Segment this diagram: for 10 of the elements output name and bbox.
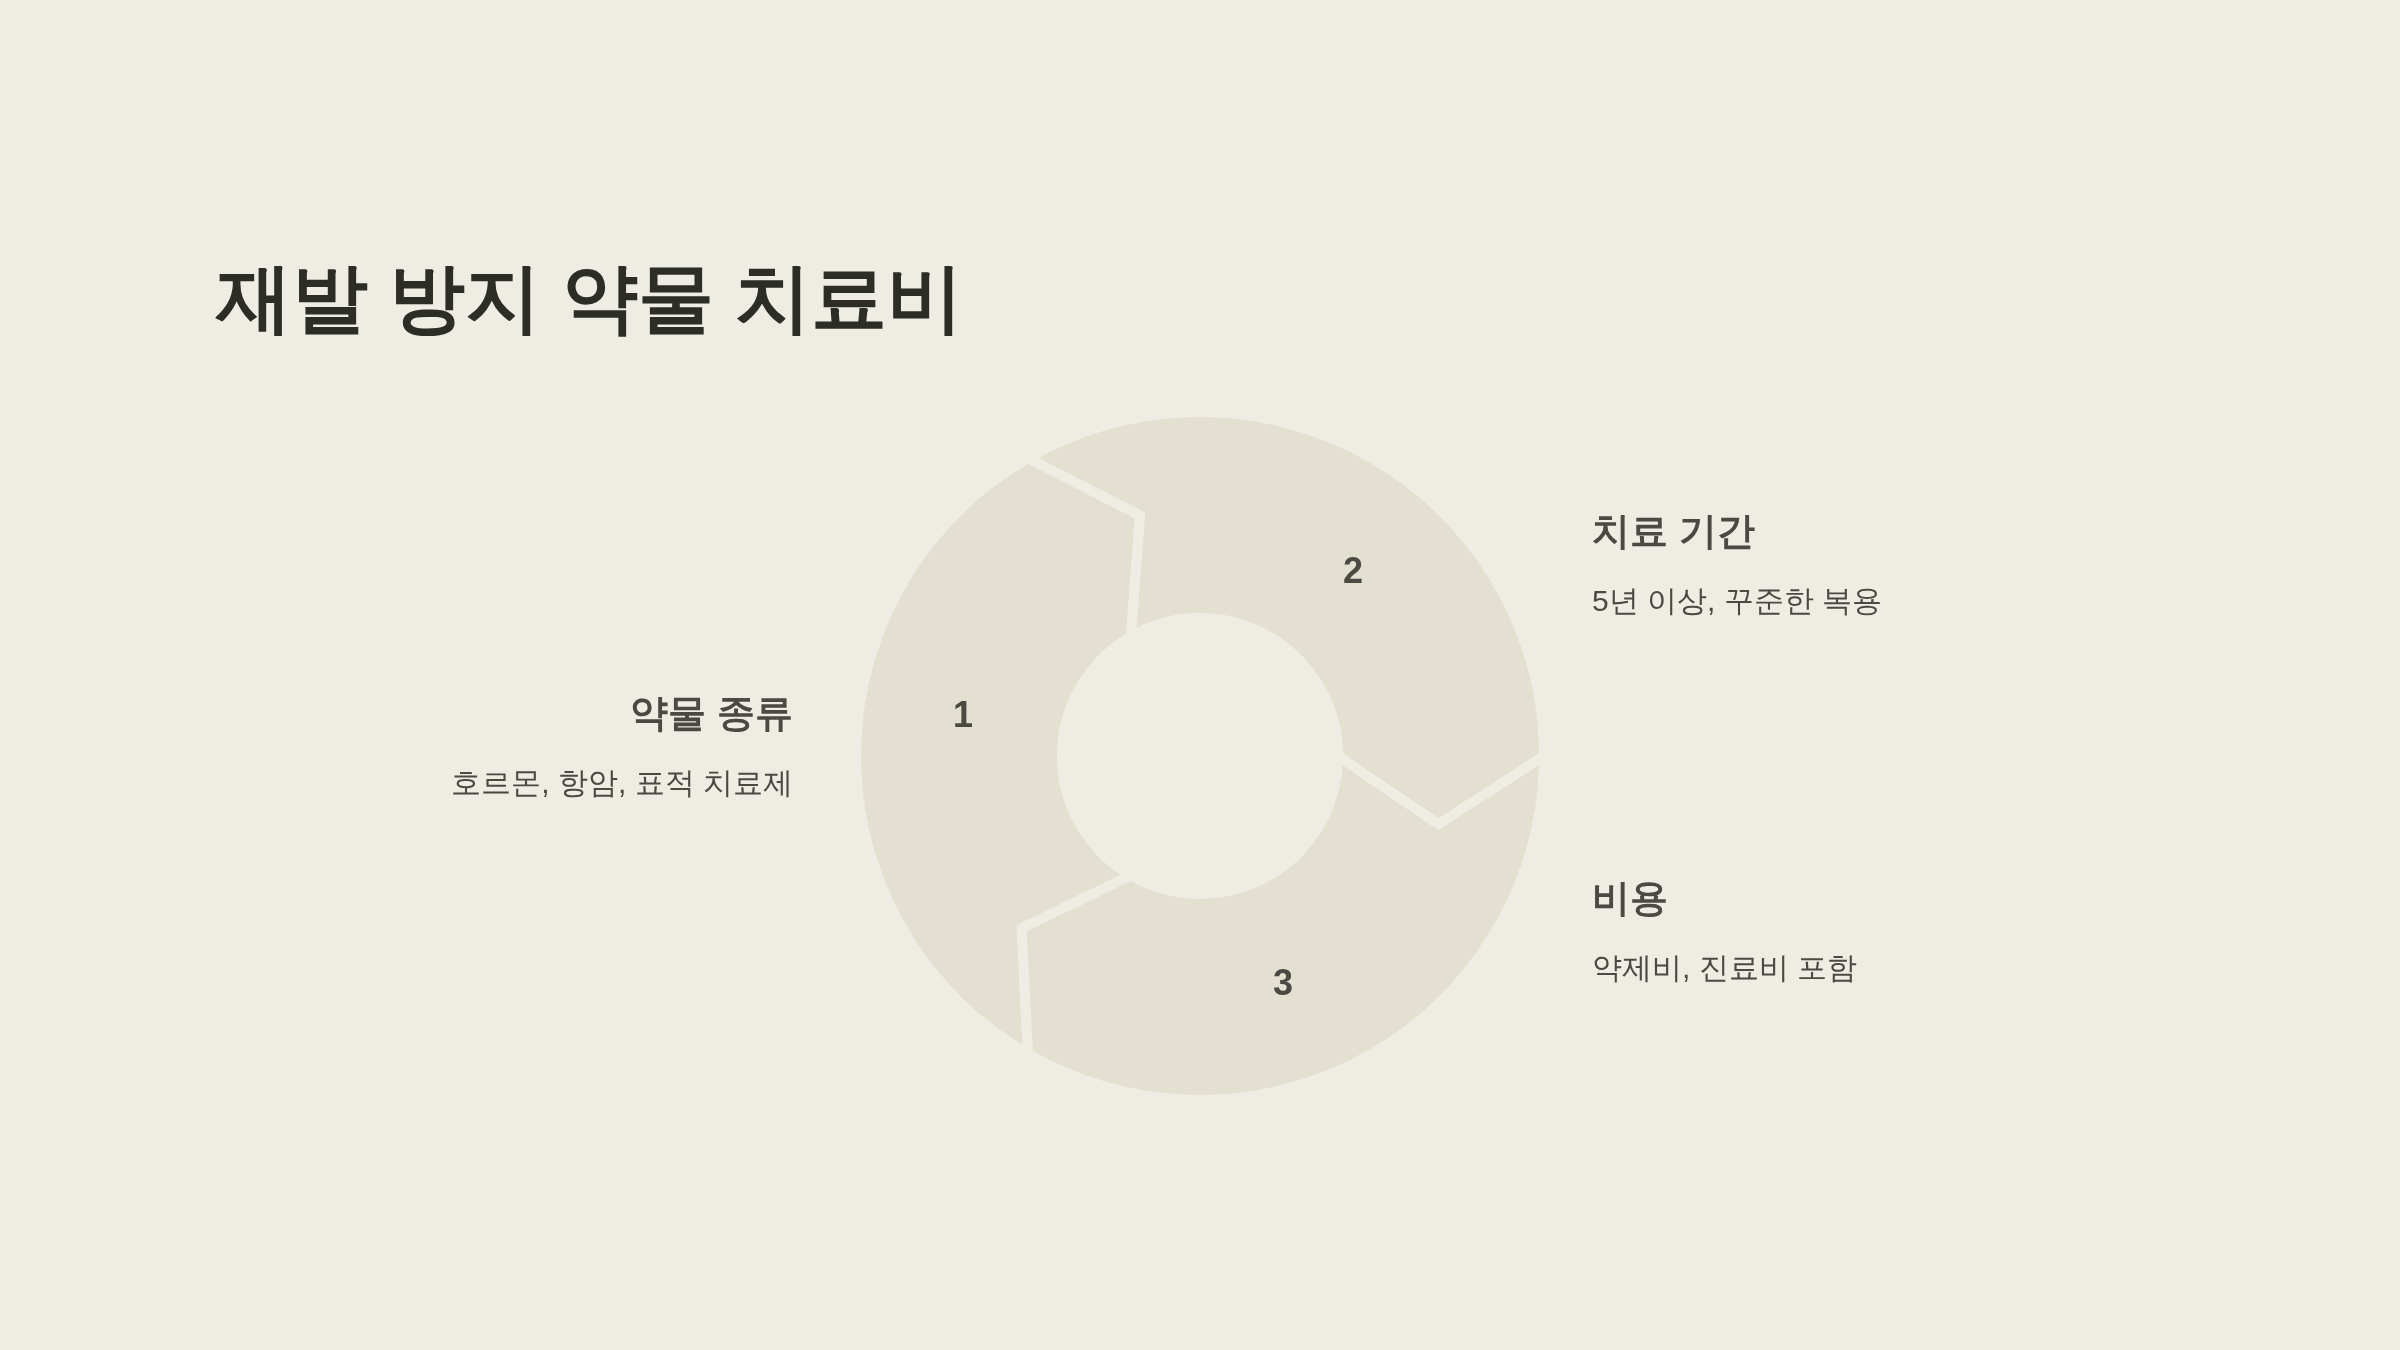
step-description: 약제비, 진료비 포함: [1592, 949, 1857, 986]
step-heading: 약물 종류: [630, 691, 793, 736]
title: 재발 방지 약물 치료비: [216, 254, 964, 342]
step-description: 5년 이상, 꾸준한 복용: [1592, 582, 1883, 619]
step-description: 호르몬, 항암, 표적 치료제: [451, 764, 793, 801]
step-number: 1: [953, 697, 973, 733]
step-heading: 치료 기간: [1592, 509, 1755, 554]
step-heading: 비용: [1592, 876, 1668, 921]
step-number: 3: [1273, 965, 1293, 1001]
step-number: 2: [1343, 553, 1363, 589]
